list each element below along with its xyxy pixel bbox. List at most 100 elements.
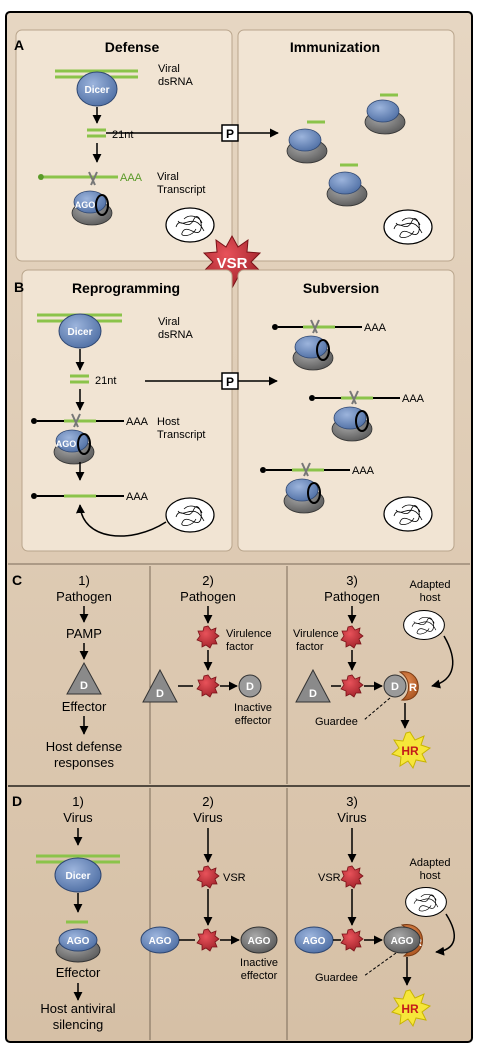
dicer-enzyme — [76, 71, 118, 107]
c3-virulence-1: Virulence — [293, 628, 339, 640]
host-transcript-label-2: Transcript — [157, 429, 206, 441]
ago-complex-b — [53, 413, 95, 465]
subversion-complex-1: AAA — [272, 319, 387, 371]
panel-a: A Defense Immunization Dicer Viral dsRNA… — [14, 29, 455, 262]
p-label-b: P — [226, 375, 234, 389]
c2-pathogen: Pathogen — [180, 589, 236, 604]
ago-label-b: AGO — [56, 439, 77, 449]
d-effector-triangle — [66, 661, 102, 695]
aaa-label-b1: AAA — [126, 416, 149, 428]
nt-label-b: 21nt — [95, 375, 116, 387]
c2-num: 2) — [202, 573, 214, 588]
d3-ago-right: AGO — [391, 936, 414, 947]
c2-virulence-2: factor — [226, 641, 254, 653]
subversion-title: Subversion — [303, 280, 379, 296]
viral-dsrna-label-1: Viral — [158, 63, 180, 75]
inactive-effector-circle — [238, 674, 262, 698]
ago-complex-a — [71, 171, 113, 226]
c1-num: 1) — [78, 573, 90, 588]
c2-inactive-2: effector — [235, 715, 272, 727]
immunization-title: Immunization — [290, 39, 380, 55]
d2-inactive-1: Inactive — [240, 957, 278, 969]
c3-guardee: Guardee — [315, 716, 358, 728]
aaa-label-s2: AAA — [402, 393, 425, 405]
panel-b-letter: B — [14, 279, 24, 295]
c3-adapted-1: Adapted — [410, 579, 451, 591]
ago-label-a: AGO — [75, 200, 96, 210]
d3-hr: HR — [401, 1002, 419, 1016]
genome-icon — [383, 496, 433, 532]
panel-c: C 1) Pathogen PAMP D Effector Host defen… — [8, 563, 470, 787]
c1-defense-2: responses — [54, 755, 114, 770]
aaa-label-b2: AAA — [126, 491, 149, 503]
c1-effector: Effector — [62, 699, 107, 714]
genome-icon — [405, 887, 447, 917]
viral-dsrna-label-b1: Viral — [158, 316, 180, 328]
viral-transcript-label-2: Transcript — [157, 184, 206, 196]
aaa-label-a: AAA — [120, 172, 143, 184]
p-label-a: P — [226, 127, 234, 141]
c1-d: D — [80, 680, 88, 692]
d3-num: 3) — [346, 794, 358, 809]
d2-ago-right: AGO — [248, 936, 271, 947]
d1-virus: Virus — [63, 810, 93, 825]
subversion-complex-2: AAA — [309, 390, 425, 442]
subversion-complex-3: AAA — [260, 462, 375, 514]
d3-vsr: VSR — [318, 872, 341, 884]
r-protein — [398, 671, 419, 701]
panel-d-letter: D — [12, 793, 22, 809]
c3-d-circle: D — [391, 681, 399, 693]
dicer-label-b: Dicer — [67, 327, 92, 338]
viral-transcript-label-1: Viral — [157, 171, 179, 183]
genome-icon — [403, 610, 445, 640]
d2-ago-left: AGO — [149, 936, 172, 947]
d3-adapted-2: host — [420, 870, 441, 882]
genome-icon — [383, 209, 433, 245]
c3-adapted-2: host — [420, 592, 441, 604]
c1-pathogen: Pathogen — [56, 589, 112, 604]
c1-defense-1: Host defense — [46, 739, 123, 754]
c2-inactive-1: Inactive — [234, 702, 272, 714]
c1-pamp: PAMP — [66, 626, 102, 641]
vsr-burst-label: VSR — [217, 255, 248, 272]
reprogramming-title: Reprogramming — [72, 280, 180, 296]
panel-c-letter: C — [12, 572, 22, 588]
c2-d-circle: D — [246, 681, 254, 693]
d1-silencing-1: Host antiviral — [40, 1001, 115, 1016]
d1-ago: AGO — [67, 936, 90, 947]
dicer-enzyme — [58, 313, 102, 349]
viral-dsrna-label-b2: dsRNA — [158, 329, 194, 341]
c3-d-tri: D — [309, 688, 317, 700]
genome-icon — [165, 207, 215, 243]
panel-b: B Reprogramming Subversion Dicer Viral d… — [14, 269, 455, 552]
d3-ago-left: AGO — [303, 936, 326, 947]
c2-d-tri: D — [156, 688, 164, 700]
viral-dsrna-label-2: dsRNA — [158, 76, 194, 88]
genome-icon — [165, 497, 215, 533]
d2-virus: Virus — [193, 810, 223, 825]
c3-num: 3) — [346, 573, 358, 588]
d1-effector: Effector — [56, 965, 101, 980]
defense-title: Defense — [105, 39, 160, 55]
c3-pathogen: Pathogen — [324, 589, 380, 604]
d1-num: 1) — [72, 794, 84, 809]
d2-num: 2) — [202, 794, 214, 809]
d1-dicer: Dicer — [65, 871, 90, 882]
c3-hr: HR — [401, 744, 419, 758]
c3-r: R — [409, 682, 417, 694]
aaa-label-s3: AAA — [352, 465, 375, 477]
panel-a-letter: A — [14, 37, 24, 53]
d1-silencing-2: silencing — [53, 1017, 104, 1032]
host-transcript-label-1: Host — [157, 416, 180, 428]
c2-virulence-1: Virulence — [226, 628, 272, 640]
d3-adapted-1: Adapted — [410, 857, 451, 869]
d2-vsr: VSR — [223, 872, 246, 884]
d2-inactive-2: effector — [241, 970, 278, 982]
aaa-label-s1: AAA — [364, 322, 387, 334]
dicer-label: Dicer — [84, 85, 109, 96]
panel-d: D 1) Virus Dicer AGO Effector Host antiv… — [12, 788, 456, 1040]
d3-virus: Virus — [337, 810, 367, 825]
nt-label-a: 21nt — [112, 129, 133, 141]
d3-guardee: Guardee — [315, 972, 358, 984]
c3-virulence-2: factor — [296, 641, 324, 653]
